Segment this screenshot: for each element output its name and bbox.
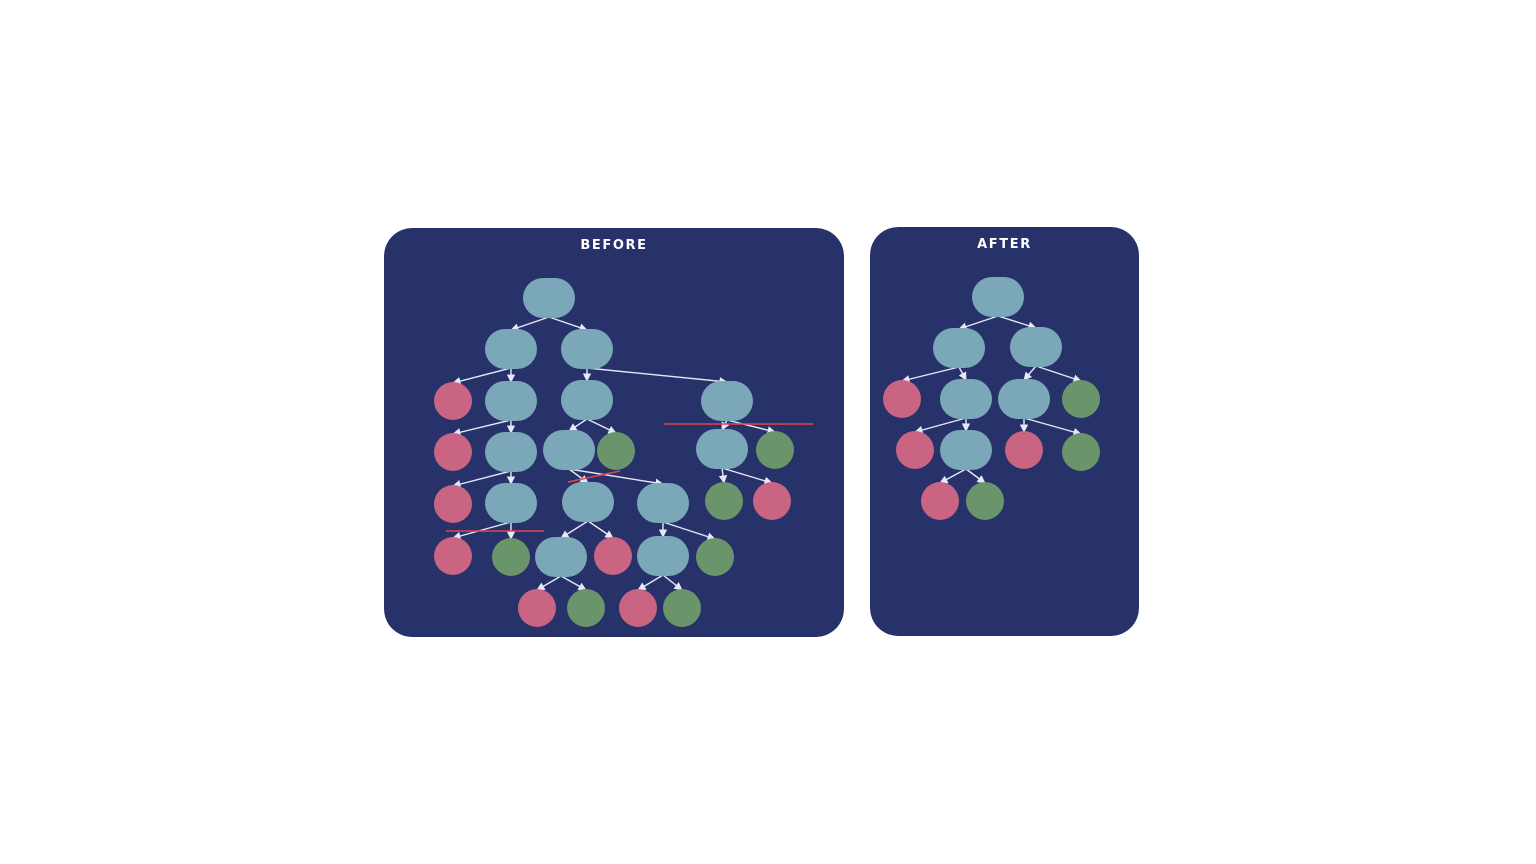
decision-node — [485, 329, 537, 369]
after-panel-background — [870, 227, 1139, 636]
decision-node — [972, 277, 1024, 317]
leaf-node-negative — [896, 431, 934, 469]
tree-edge — [939, 468, 967, 484]
leaf-node-positive — [1062, 433, 1100, 471]
leaf-node-positive — [696, 538, 734, 576]
decision-node — [561, 329, 613, 369]
decision-node — [940, 430, 992, 470]
tree-edge — [965, 468, 986, 484]
leaf-node-positive — [567, 589, 605, 627]
decision-node — [701, 381, 753, 421]
tree-edge — [510, 316, 550, 332]
decision-node — [485, 432, 537, 472]
after-tree-diagram — [870, 227, 1139, 636]
tree-edge — [914, 417, 967, 435]
tree-edge — [560, 520, 589, 539]
prune-cut-line — [567, 470, 621, 483]
decision-node — [696, 429, 748, 469]
leaf-node-negative — [434, 433, 472, 471]
leaf-node-negative — [434, 382, 472, 420]
leaf-node-negative — [619, 589, 657, 627]
decision-node — [485, 381, 537, 421]
leaf-node-positive — [663, 589, 701, 627]
tree-edge — [1023, 365, 1037, 381]
tree-edge — [721, 467, 773, 485]
decision-node — [485, 483, 537, 523]
leaf-node-positive — [597, 432, 635, 470]
tree-edge — [586, 367, 728, 386]
decision-node — [637, 536, 689, 576]
tree-edge — [586, 418, 617, 434]
tree-edge — [452, 367, 512, 386]
tree-edge — [452, 419, 512, 437]
before-panel-title: BEFORE — [580, 238, 648, 253]
tree-edge — [568, 418, 588, 432]
leaf-node-negative — [434, 537, 472, 575]
decision-node — [933, 328, 985, 368]
tree-edge — [587, 520, 614, 539]
tree-edge — [560, 575, 587, 591]
leaf-node-positive — [492, 538, 530, 576]
decision-node — [1010, 327, 1062, 367]
before-panel: BEFORE — [384, 228, 844, 637]
leaf-node-positive — [1062, 380, 1100, 418]
tree-edge — [1035, 365, 1082, 383]
leaf-node-positive — [966, 482, 1004, 520]
tree-edge — [901, 366, 960, 384]
tree-edge — [568, 468, 589, 484]
tree-edge — [452, 521, 512, 541]
tree-edge — [721, 419, 730, 431]
decision-node — [998, 379, 1050, 419]
tree-edge — [958, 315, 999, 331]
leaf-node-negative — [1005, 431, 1043, 469]
before-tree-diagram — [384, 228, 844, 637]
tree-edge — [662, 574, 683, 591]
decision-node — [940, 379, 992, 419]
tree-edge — [536, 575, 562, 591]
decision-node — [562, 482, 614, 522]
tree-edge — [726, 419, 776, 435]
after-panel: AFTER — [870, 227, 1139, 636]
decision-node — [561, 380, 613, 420]
tree-edge — [568, 468, 664, 487]
tree-edge — [718, 467, 728, 484]
decision-node — [523, 278, 575, 318]
leaf-node-negative — [434, 485, 472, 523]
tree-edge — [1023, 417, 1082, 437]
leaf-node-negative — [594, 537, 632, 575]
decision-node — [535, 537, 587, 577]
leaf-node-negative — [753, 482, 791, 520]
after-panel-title: AFTER — [977, 237, 1032, 252]
leaf-node-positive — [756, 431, 794, 469]
tree-edge — [662, 521, 716, 541]
tree-edge — [548, 316, 588, 332]
decision-node — [543, 430, 595, 470]
tree-edge — [958, 366, 967, 381]
tree-edge — [637, 574, 664, 591]
leaf-node-negative — [518, 589, 556, 627]
leaf-node-negative — [921, 482, 959, 520]
tree-edge — [997, 315, 1037, 330]
leaf-node-positive — [705, 482, 743, 520]
leaf-node-negative — [883, 380, 921, 418]
decision-node — [637, 483, 689, 523]
tree-edge — [452, 470, 512, 489]
